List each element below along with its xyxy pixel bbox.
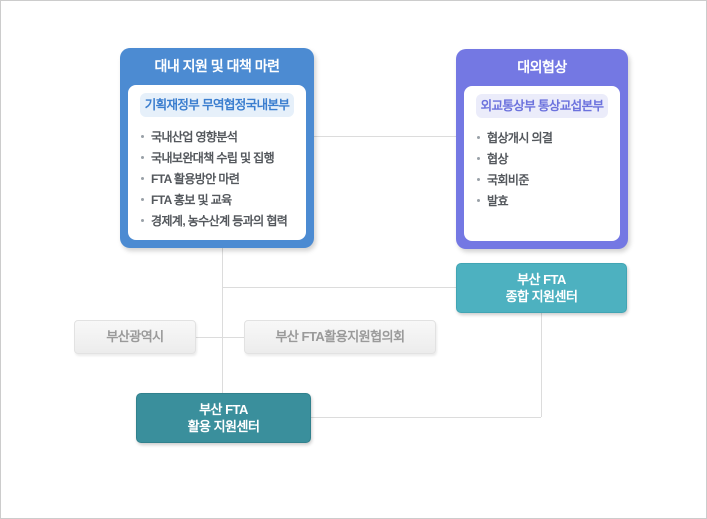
connector-left-vertical <box>222 248 223 393</box>
list-item-label: 국내산업 영향분석 <box>151 130 238 144</box>
external-negotiation-box: 대외협상 외교통상부 통상교섭본부 협상개시 의결 협상 국회비준 발효 <box>456 49 628 249</box>
utilization-center-label-line1: 부산 FTA <box>199 402 248 417</box>
list-item: 국내보완대책 수립 및 집행 <box>141 148 300 169</box>
list-item: 협상 <box>477 149 614 170</box>
domestic-support-box: 대내 지원 및 대책 마련 기획재정부 무역협정국내본부 국내산업 영향분석 국… <box>120 48 314 248</box>
domestic-task-list: 국내산업 영향분석 국내보완대책 수립 및 집행 FTA 활용방안 마련 FTA… <box>128 127 306 232</box>
list-item: 협상개시 의결 <box>477 128 614 149</box>
utilization-center-label-line2: 활용 지원센터 <box>187 419 260 434</box>
list-item-label: 협상 <box>487 152 508 166</box>
domestic-box-title: 대내 지원 및 대책 마련 <box>154 58 280 74</box>
bullet-icon <box>477 135 480 139</box>
connector-bottom-horizontal <box>311 417 541 418</box>
bullet-icon <box>141 134 144 138</box>
external-box-title: 대외협상 <box>517 59 567 75</box>
list-item: 경제계, 농수산계 등과의 협력 <box>141 211 300 232</box>
list-item: 국회비준 <box>477 170 614 191</box>
bullet-icon <box>477 177 480 181</box>
connector-gray-boxes <box>196 337 244 338</box>
external-task-list: 협상개시 의결 협상 국회비준 발효 <box>464 128 620 212</box>
external-agency-badge: 외교통상부 통상교섭본부 <box>476 94 608 118</box>
list-item: FTA 홍보 및 교육 <box>141 190 300 211</box>
list-item-label: 협상개시 의결 <box>487 131 553 145</box>
busan-fta-utilization-council-box: 부산 FTA활용지원협의회 <box>244 320 436 354</box>
list-item: 국내산업 영향분석 <box>141 127 300 148</box>
connector-mid-horizontal <box>222 287 456 288</box>
bullet-icon <box>141 155 144 159</box>
list-item-label: 국내보완대책 수립 및 집행 <box>151 151 275 165</box>
busan-city-box: 부산광역시 <box>74 320 196 354</box>
bullet-icon <box>477 156 480 160</box>
comprehensive-center-label-line1: 부산 FTA <box>517 272 566 287</box>
connector-top-horizontal <box>314 136 456 137</box>
bullet-icon <box>477 198 480 202</box>
busan-fta-utilization-center-box: 부산 FTA 활용 지원센터 <box>136 393 311 443</box>
list-item-label: 경제계, 농수산계 등과의 협력 <box>151 214 288 228</box>
list-item: 발효 <box>477 191 614 212</box>
domestic-agency-badge: 기획재정부 무역협정국내본부 <box>140 93 294 117</box>
list-item-label: FTA 활용방안 마련 <box>151 172 240 186</box>
connector-right-vertical <box>541 313 542 417</box>
bullet-icon <box>141 197 144 201</box>
list-item-label: FTA 홍보 및 교육 <box>151 193 232 207</box>
list-item-label: 국회비준 <box>487 173 529 187</box>
domestic-box-panel: 기획재정부 무역협정국내본부 국내산업 영향분석 국내보완대책 수립 및 집행 … <box>128 85 306 240</box>
external-box-panel: 외교통상부 통상교섭본부 협상개시 의결 협상 국회비준 발효 <box>464 86 620 241</box>
bullet-icon <box>141 176 144 180</box>
comprehensive-center-label-line2: 종합 지원센터 <box>505 289 578 304</box>
list-item-label: 발효 <box>487 194 508 208</box>
list-item: FTA 활용방안 마련 <box>141 169 300 190</box>
busan-fta-comprehensive-center-box: 부산 FTA 종합 지원센터 <box>456 263 627 313</box>
bullet-icon <box>141 218 144 222</box>
